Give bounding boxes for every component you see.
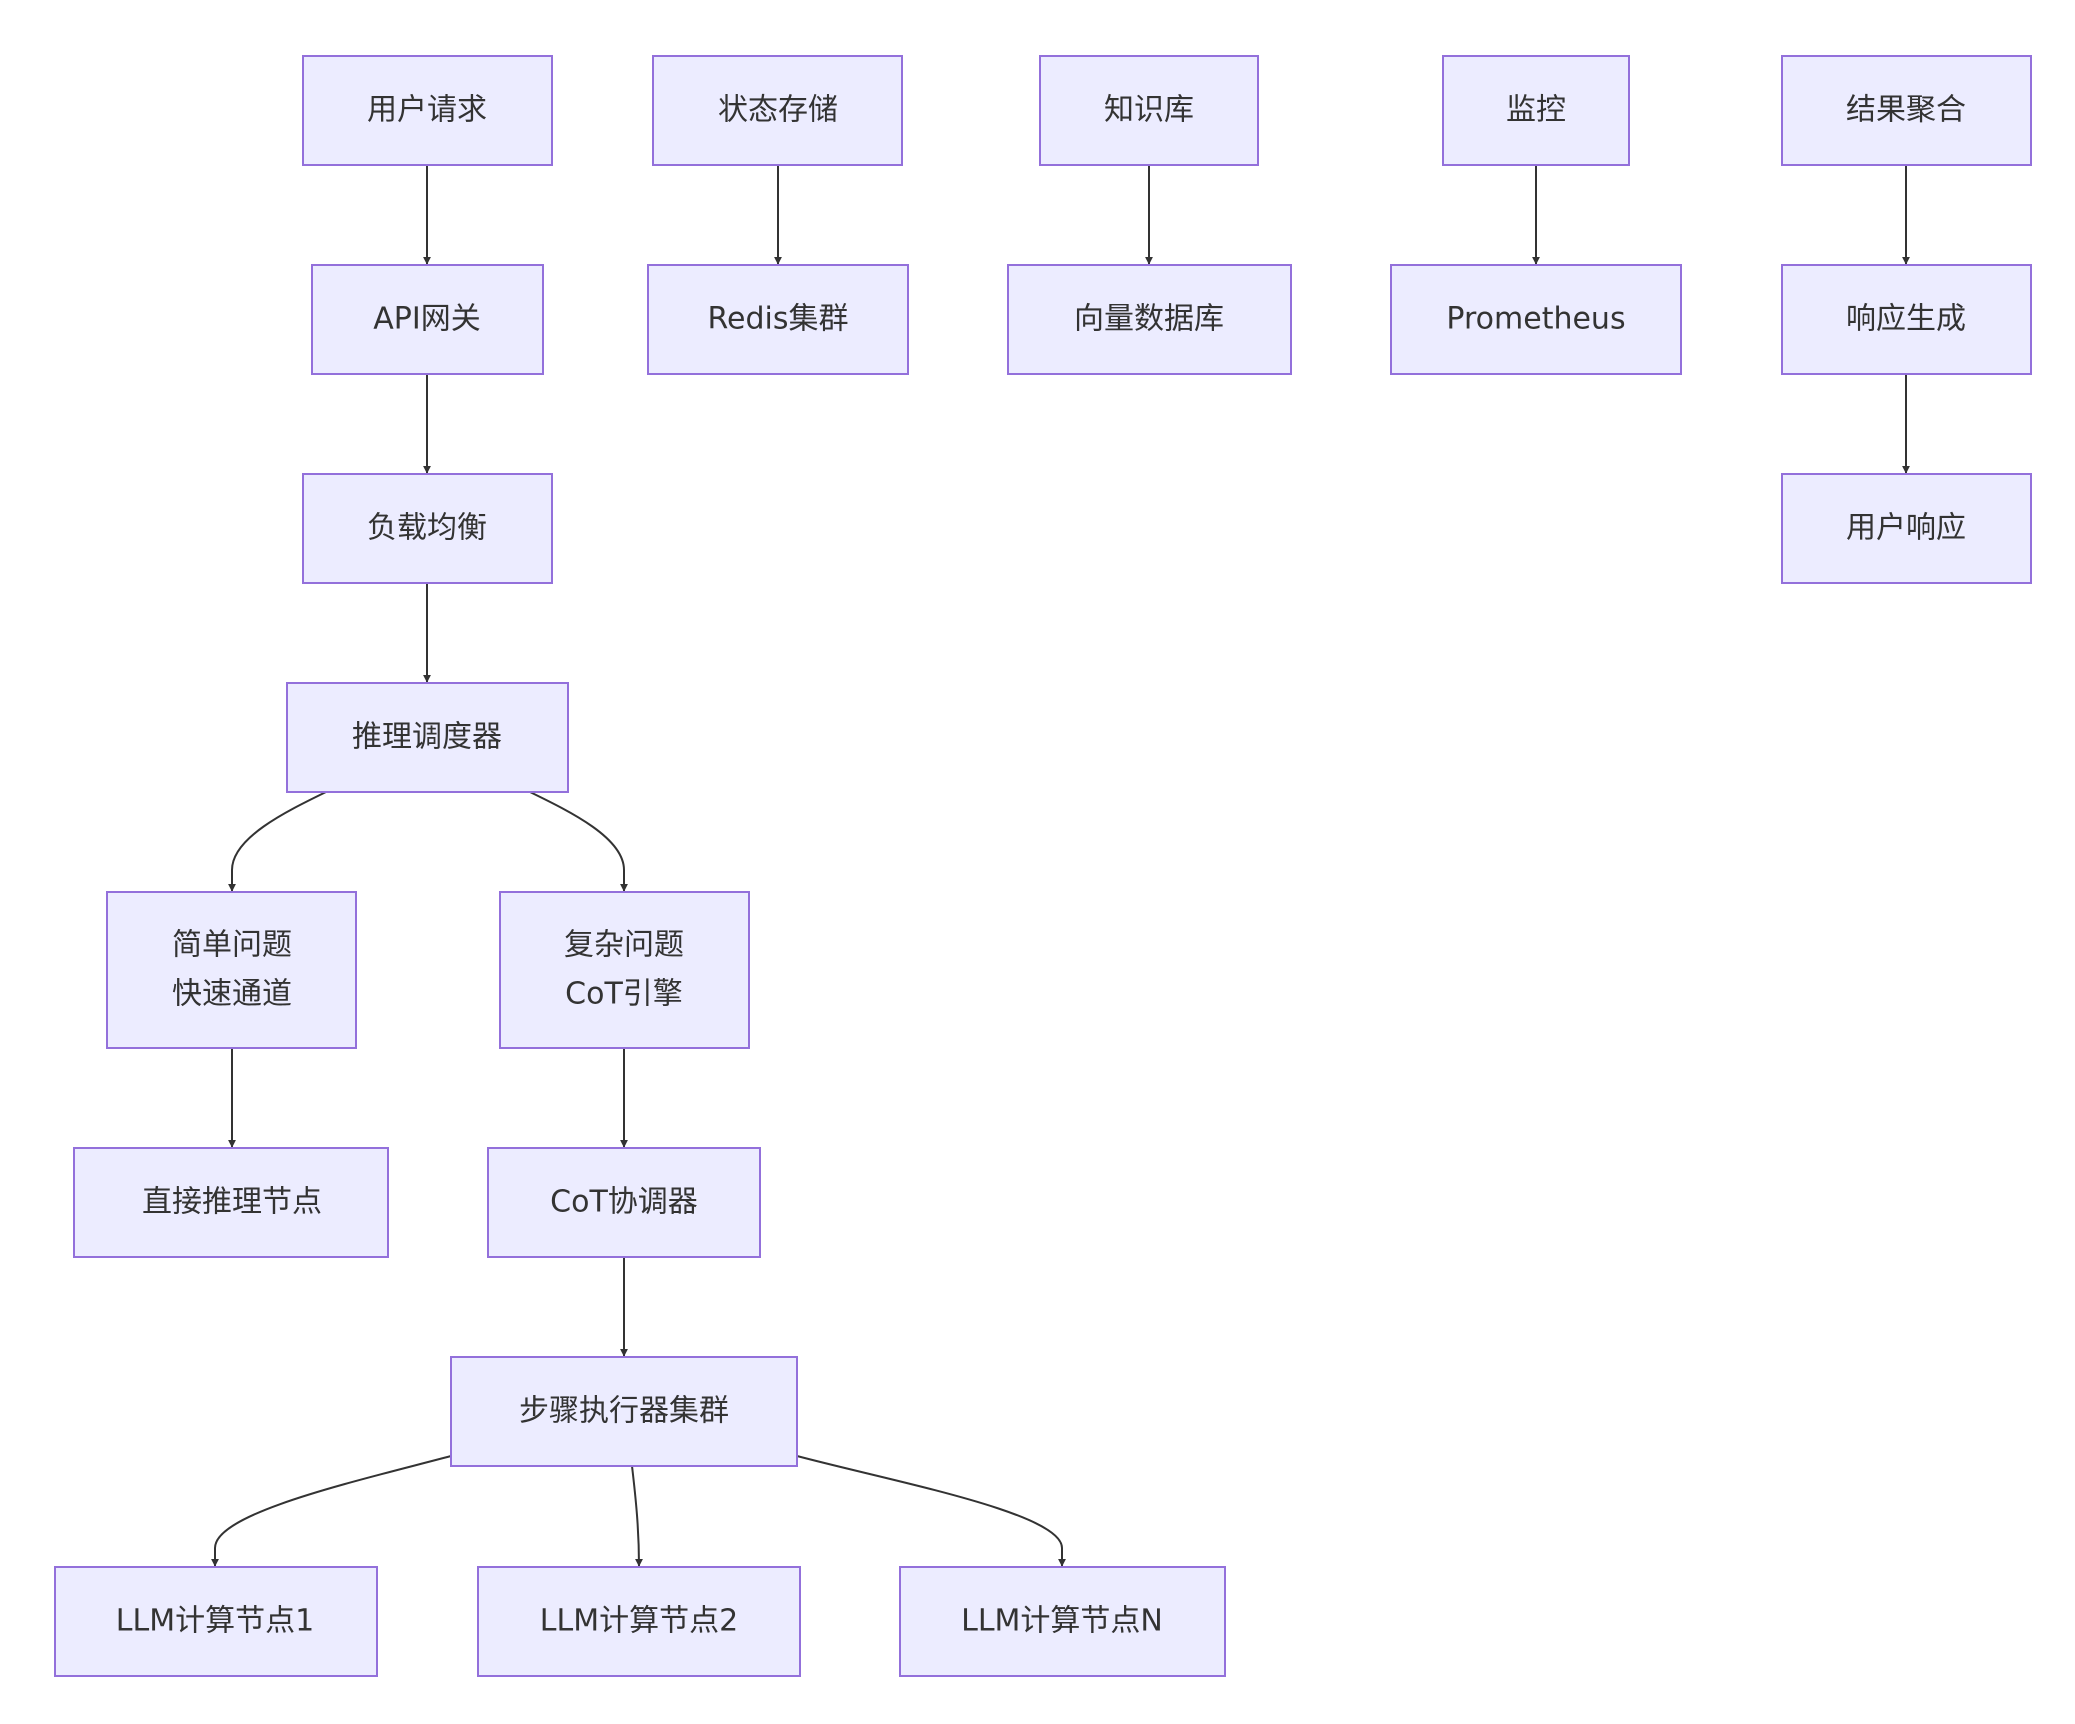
node-llm-2: LLM计算节点2 (477, 1566, 801, 1677)
node-result-aggregation: 结果聚合 (1781, 55, 2032, 166)
node-user-request-label: 用户请求 (367, 93, 487, 128)
node-step-executor: 步骤执行器集群 (450, 1356, 798, 1467)
edge-step-executor-to-llm-node-n (796, 1455, 1066, 1567)
node-monitoring: 监控 (1442, 55, 1630, 166)
node-api-gateway: API网关 (311, 264, 544, 375)
node-cot-coordinator-label: CoT协调器 (550, 1185, 698, 1220)
node-vector-db-label: 向量数据库 (1074, 302, 1224, 337)
node-knowledge-base-label: 知识库 (1104, 93, 1194, 128)
node-response-generation: 响应生成 (1781, 264, 2032, 375)
edge-step-executor-to-llm-node-1 (211, 1455, 452, 1567)
node-llm-n-label: LLM计算节点N (961, 1604, 1163, 1639)
node-state-storage-label: 状态存储 (718, 93, 838, 128)
node-inference-scheduler: 推理调度器 (286, 682, 569, 793)
node-cot-coordinator: CoT协调器 (487, 1147, 761, 1258)
edge-step-executor-to-llm-node-2 (631, 1465, 643, 1567)
node-api-gateway-label: API网关 (373, 302, 480, 337)
node-complex-cot: 复杂问题 CoT引擎 (499, 891, 750, 1049)
node-knowledge-base: 知识库 (1039, 55, 1259, 166)
node-llm-2-label: LLM计算节点2 (540, 1604, 738, 1639)
node-step-executor-label: 步骤执行器集群 (519, 1394, 729, 1429)
node-complex-cot-label-line1: 复杂问题 (564, 928, 684, 963)
node-prometheus: Prometheus (1390, 264, 1682, 375)
node-result-aggregation-label: 结果聚合 (1846, 93, 1966, 128)
node-direct-inference: 直接推理节点 (73, 1147, 389, 1258)
node-load-balancer: 负载均衡 (302, 473, 553, 584)
node-monitoring-label: 监控 (1506, 93, 1566, 128)
node-vector-db: 向量数据库 (1007, 264, 1292, 375)
node-direct-inference-label: 直接推理节点 (142, 1185, 322, 1220)
node-complex-cot-label-line2: CoT引擎 (565, 977, 683, 1012)
edge-inference-scheduler-to-simple-fast (228, 791, 327, 892)
node-simple-fast-label-line1: 简单问题 (172, 928, 292, 963)
node-user-response-label: 用户响应 (1846, 511, 1966, 546)
node-simple-fast: 简单问题 快速通道 (106, 891, 357, 1049)
node-redis-cluster: Redis集群 (647, 264, 909, 375)
node-load-balancer-label: 负载均衡 (367, 511, 487, 546)
node-user-response: 用户响应 (1781, 473, 2032, 584)
node-llm-1: LLM计算节点1 (54, 1566, 378, 1677)
edge-inference-scheduler-to-complex-cot (529, 791, 628, 892)
node-llm-1-label: LLM计算节点1 (116, 1604, 314, 1639)
node-redis-cluster-label: Redis集群 (708, 302, 849, 337)
node-prometheus-label: Prometheus (1446, 302, 1625, 337)
node-inference-scheduler-label: 推理调度器 (352, 720, 502, 755)
node-simple-fast-label-line2: 快速通道 (172, 977, 292, 1012)
node-llm-n: LLM计算节点N (899, 1566, 1226, 1677)
node-user-request: 用户请求 (302, 55, 553, 166)
node-response-generation-label: 响应生成 (1846, 302, 1966, 337)
node-state-storage: 状态存储 (652, 55, 903, 166)
